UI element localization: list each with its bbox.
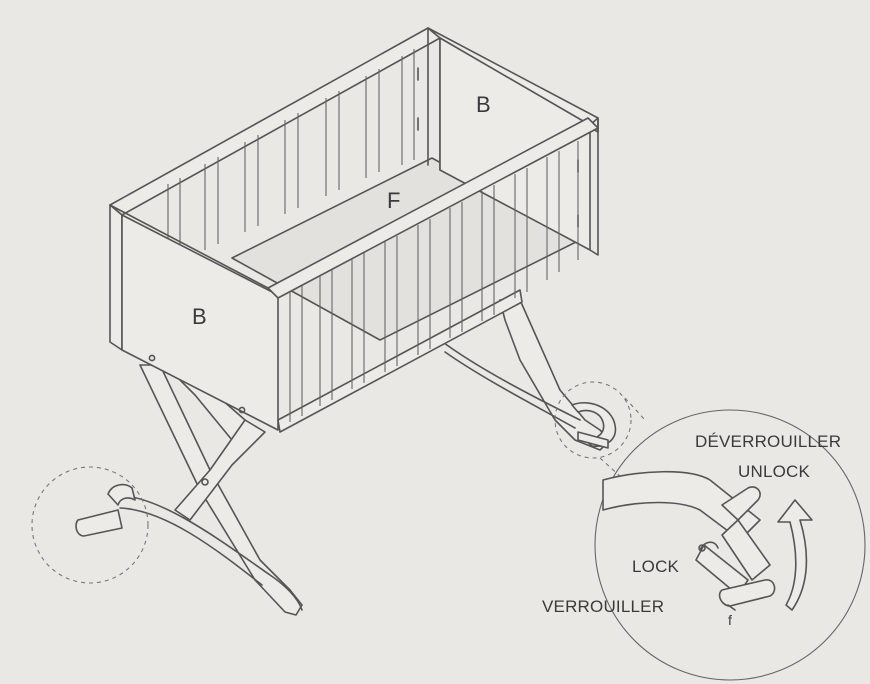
- cradle-body: [109, 27, 599, 433]
- detail-circle-left: [31, 466, 149, 584]
- front-panel-label: B: [192, 304, 207, 329]
- unlock-label-en: UNLOCK: [738, 462, 811, 481]
- part-f-label: f: [728, 612, 732, 628]
- lock-label-en: LOCK: [632, 557, 680, 576]
- lock-detail-zoom: [594, 409, 866, 681]
- back-rocker-leg: [439, 299, 617, 451]
- back-panel-label: B: [476, 92, 491, 117]
- front-rocker-leg: [75, 364, 303, 616]
- floor-label: F: [387, 188, 401, 213]
- detail-circle-right: [554, 381, 632, 459]
- curved-up-arrow-icon: [777, 499, 813, 611]
- unlock-label-fr: DÉVERROUILLER: [695, 432, 842, 451]
- lock-label-fr: VERROUILLER: [542, 597, 665, 616]
